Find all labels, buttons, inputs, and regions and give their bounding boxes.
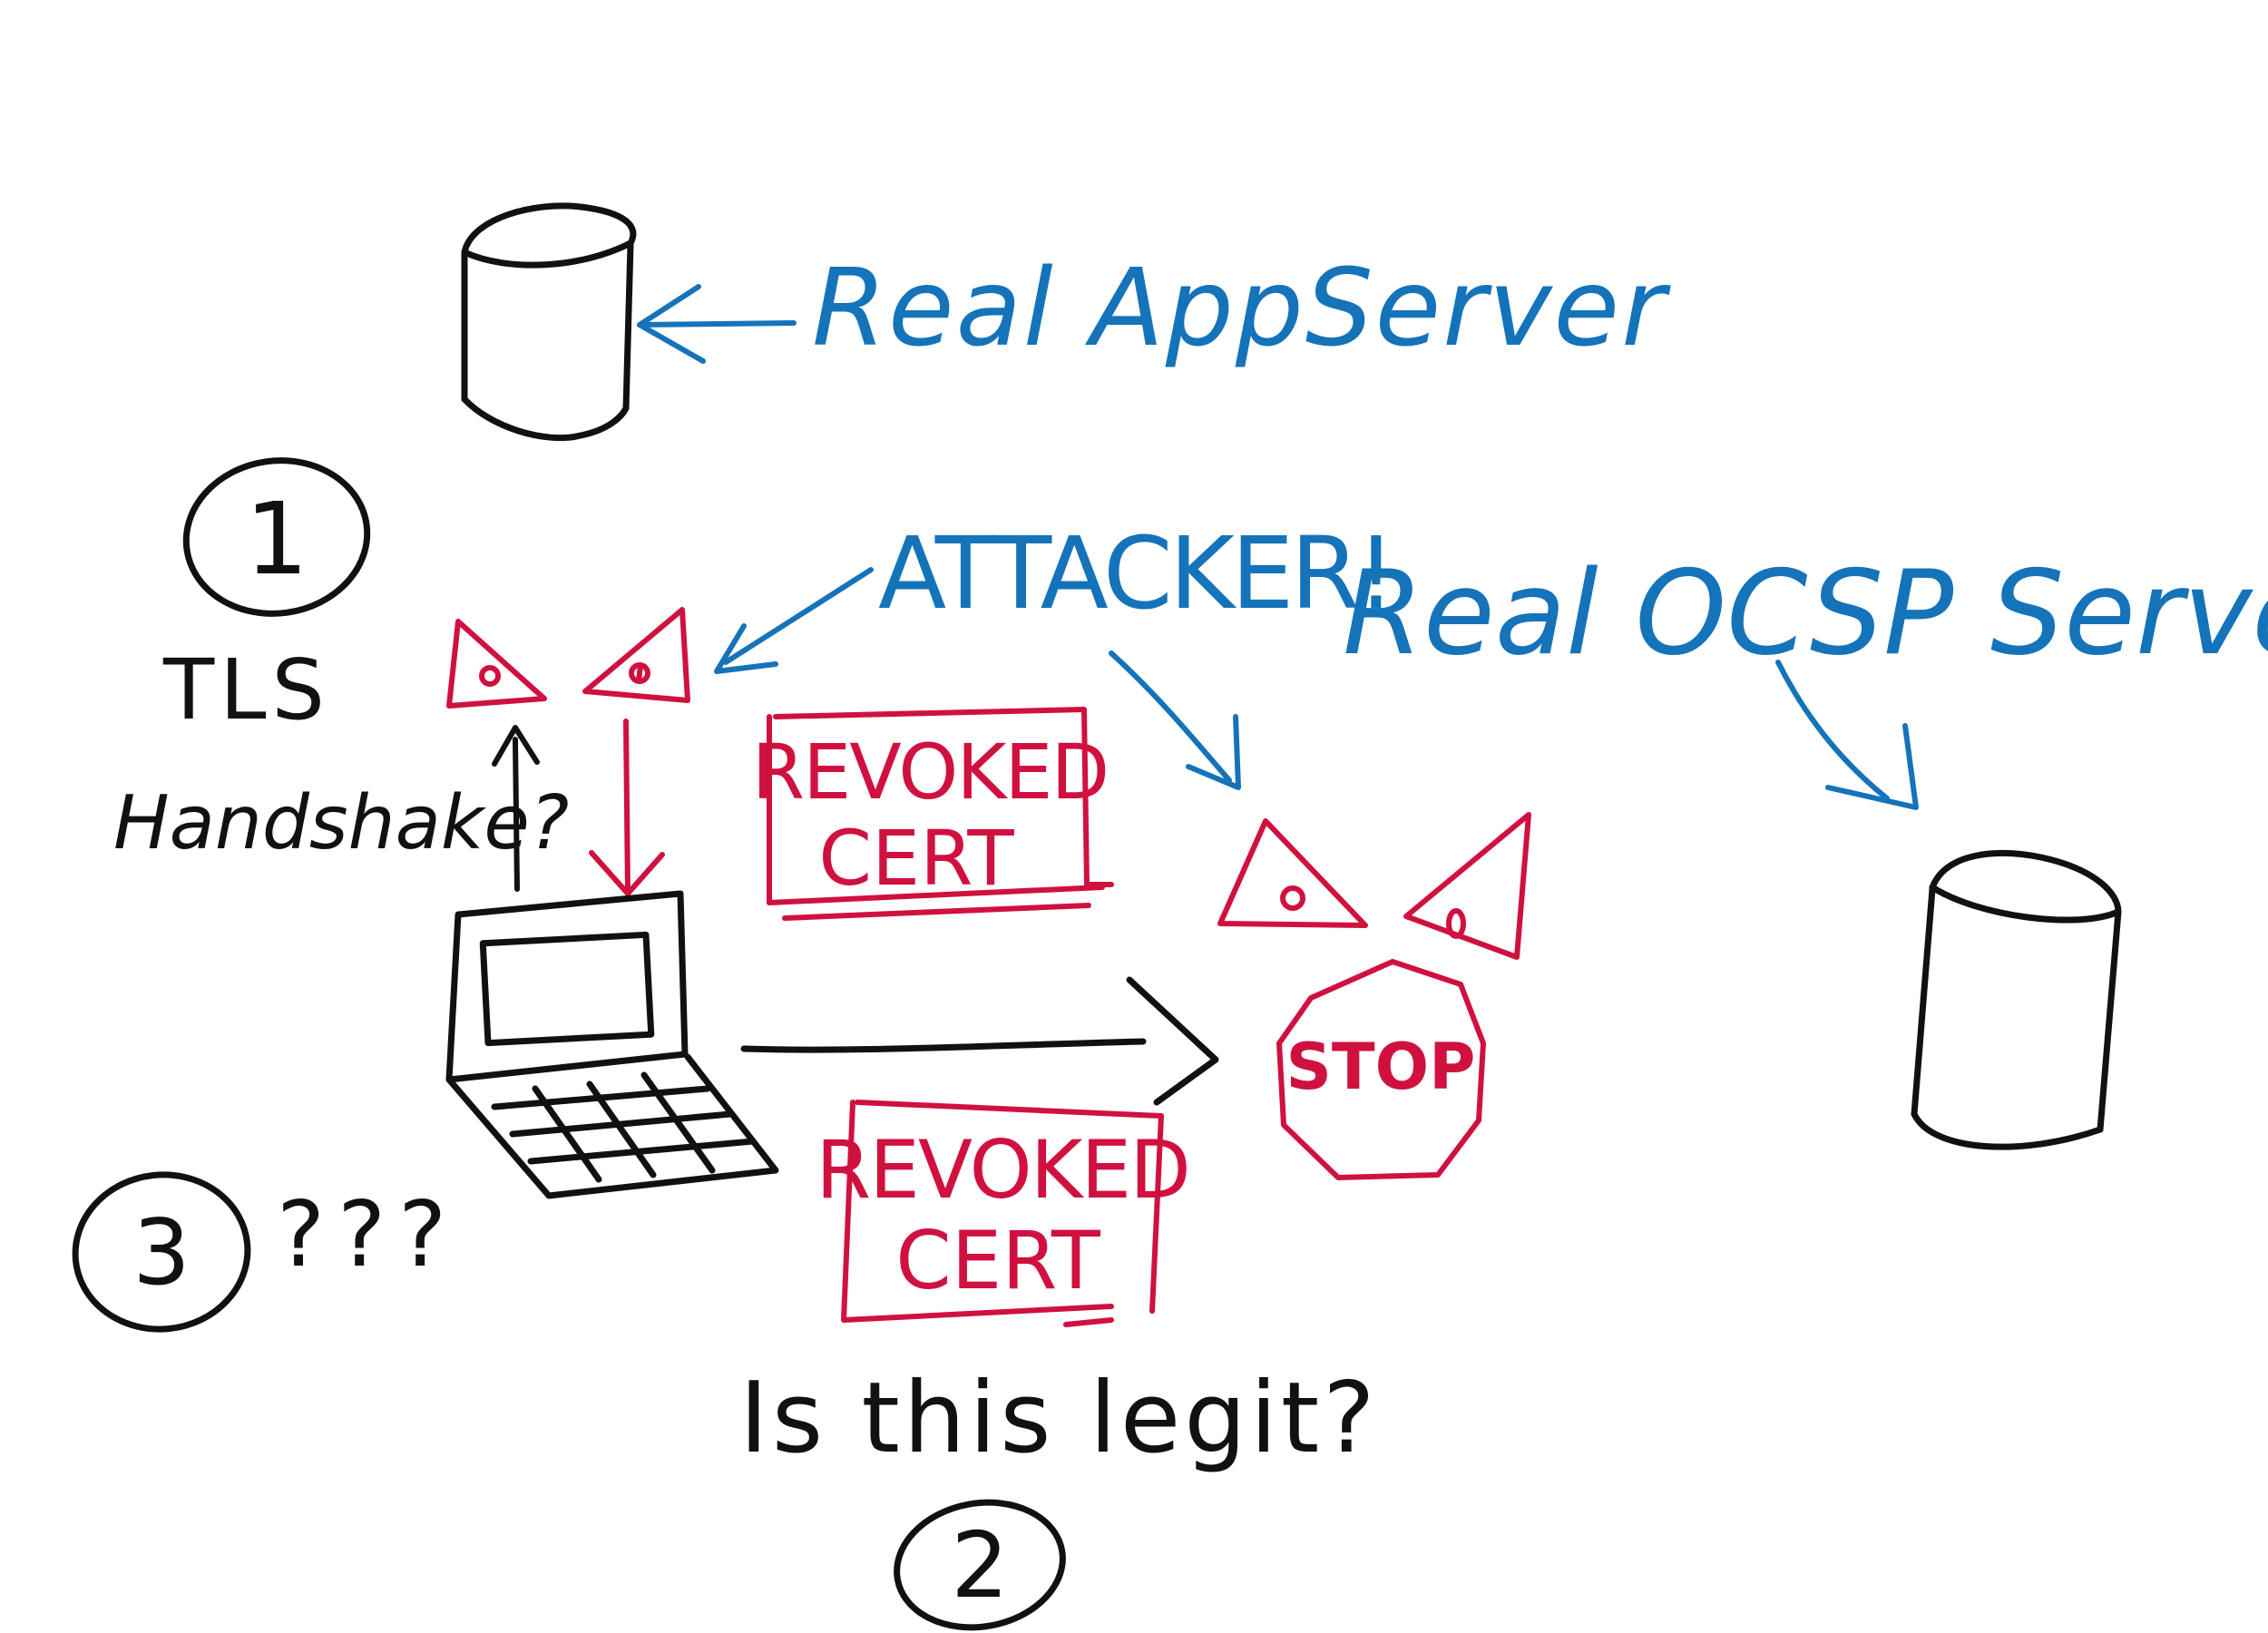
attacker-arrow-left xyxy=(714,567,874,674)
is-this-legit-label: Is this legit? xyxy=(739,1362,1379,1475)
app-server-arrow xyxy=(637,284,797,364)
app-server-label: Real AppServer xyxy=(812,245,1671,370)
attacker-eyes-left-icon xyxy=(446,607,690,709)
revoked-cert-bottom: REVOKED CERT xyxy=(816,1100,1191,1327)
revoked-cert-top: REVOKED CERT xyxy=(752,707,1114,921)
step-1-number: 1 xyxy=(245,481,308,597)
tls-label: TLS xyxy=(162,641,330,738)
stop-label: STOP xyxy=(1286,1030,1476,1104)
ocsp-server-label: Real OCSP Server xyxy=(1343,546,2268,681)
ocsp-server-arrow xyxy=(1775,660,1919,810)
handshake-label: Handshake? xyxy=(113,780,569,866)
response-down-arrow xyxy=(589,719,665,896)
stop-sign-icon: STOP xyxy=(1276,959,1486,1180)
step-2-number: 2 xyxy=(951,1512,1009,1618)
revoked-cert-bottom-line2: CERT xyxy=(895,1214,1101,1307)
revoked-cert-top-line2: CERT xyxy=(818,814,1014,903)
step-3-marker: 3 xyxy=(72,1171,251,1333)
step-3-question-marks: ??? xyxy=(277,1181,459,1287)
step-3-number: 3 xyxy=(132,1199,191,1305)
attacker-label: ATTACKER! xyxy=(878,515,1393,631)
step-1-marker: 1 xyxy=(182,457,371,617)
laptop-to-attacker-arrow xyxy=(740,976,1219,1106)
app-server-icon xyxy=(461,202,637,442)
revoked-cert-top-line1: REVOKED xyxy=(752,728,1108,816)
step-2-marker: 2 xyxy=(894,1499,1066,1631)
request-up-arrow xyxy=(492,725,540,892)
laptop-icon xyxy=(445,890,779,1199)
attacker-eyes-right-icon xyxy=(1217,812,1531,960)
attacker-arrow-right xyxy=(1109,650,1241,790)
revoked-cert-bottom-line1: REVOKED xyxy=(816,1123,1189,1217)
ocsp-server-icon xyxy=(1911,850,2122,1150)
